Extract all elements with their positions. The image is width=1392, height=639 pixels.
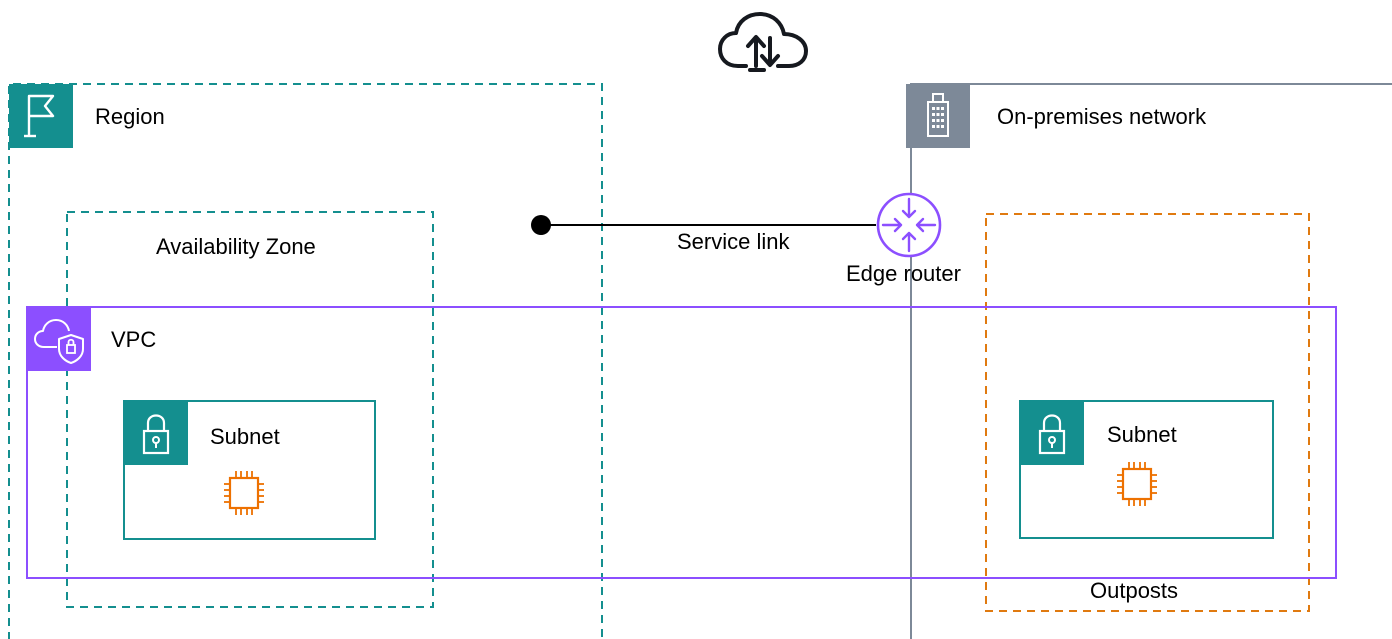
service-link-label: Service link [677,229,790,254]
subnet-left-label: Subnet [210,424,280,449]
vpc-label: VPC [111,327,157,352]
on-premises-boundary [910,83,1392,639]
cloud-shield-icon [27,307,91,371]
ec2-instance-chip-icon [224,468,264,518]
edge-router-label: Edge router [846,261,961,286]
outposts-boundary [985,213,1310,612]
cloud-upload-download-icon [716,8,812,72]
availability-zone-label: Availability Zone [156,234,316,259]
router-icon [875,191,943,259]
subnet-left-boundary [123,400,376,540]
availability-zone-boundary [66,211,434,608]
region-label: Region [95,104,165,129]
subnet-right-label: Subnet [1107,422,1177,447]
outposts-label: Outposts [1090,578,1179,603]
service-link-endpoint [531,215,551,235]
on-premises-label: On-premises network [997,104,1207,129]
region-boundary [8,83,603,639]
padlock-icon [124,401,188,465]
vpc-boundary [26,306,1337,579]
padlock-icon [1020,401,1084,465]
subnet-right-boundary [1019,400,1274,539]
flag-icon [9,84,73,148]
ec2-instance-chip-icon [1117,459,1157,509]
building-icon [906,84,970,148]
